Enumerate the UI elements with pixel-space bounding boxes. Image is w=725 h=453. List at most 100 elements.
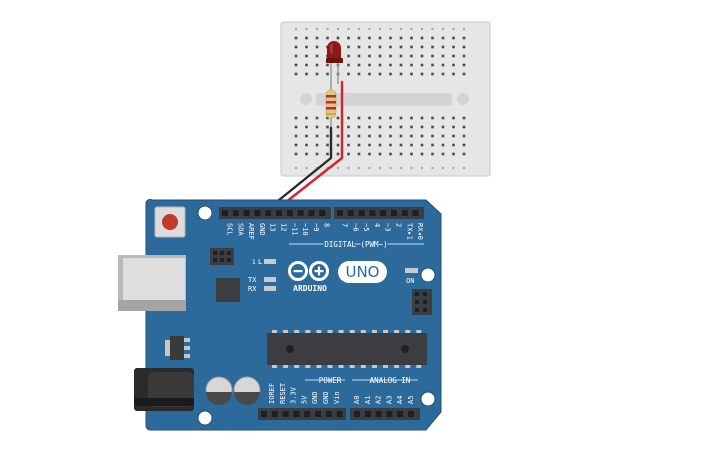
breadboard-hole[interactable] [452,54,455,58]
breadboard-rail-hole[interactable] [462,27,466,31]
breadboard-hole[interactable] [294,125,298,129]
breadboard-hole[interactable] [315,72,319,76]
breadboard-hole[interactable] [452,72,455,76]
breadboard-rail-hole[interactable] [336,27,340,31]
header-pin[interactable] [354,411,360,417]
header-pin[interactable] [254,210,261,216]
breadboard-hole[interactable] [462,134,466,138]
breadboard-hole[interactable] [368,134,371,138]
breadboard-hole[interactable] [294,63,298,67]
breadboard-hole[interactable] [305,36,308,40]
breadboard-hole[interactable] [305,45,308,49]
breadboard-rail-hole[interactable] [452,27,455,31]
breadboard-hole[interactable] [315,116,319,120]
breadboard-hole[interactable] [389,54,392,58]
breadboard-hole[interactable] [315,143,319,147]
breadboard-hole[interactable] [368,36,371,40]
breadboard-hole[interactable] [431,72,434,76]
breadboard-hole[interactable] [431,152,434,156]
breadboard-hole[interactable] [452,134,455,138]
breadboard-hole[interactable] [452,36,455,40]
breadboard-hole[interactable] [462,45,466,49]
breadboard-hole[interactable] [420,134,424,138]
breadboard-hole[interactable] [357,152,361,156]
header-pin[interactable] [282,411,289,417]
breadboard-hole[interactable] [378,143,382,147]
breadboard-hole[interactable] [368,143,371,147]
header-pin[interactable] [386,411,393,417]
breadboard-hole[interactable] [368,72,371,76]
icsp-pin[interactable] [423,292,427,296]
breadboard-hole[interactable] [347,152,350,156]
breadboard-hole[interactable] [357,116,361,120]
breadboard-rail-hole[interactable] [378,166,382,170]
breadboard-rail-hole[interactable] [347,166,350,170]
breadboard-hole[interactable] [389,134,392,138]
breadboard-hole[interactable] [441,45,445,49]
header-pin[interactable] [369,210,376,216]
breadboard-hole[interactable] [347,36,350,40]
digital-pin-row[interactable] [222,210,419,216]
icsp-header-right[interactable] [412,289,432,315]
icsp-pin[interactable] [415,300,419,304]
breadboard-hole[interactable] [378,72,382,76]
breadboard-hole[interactable] [420,63,424,67]
reset-button[interactable] [154,206,186,238]
breadboard-hole[interactable] [431,125,434,129]
breadboard-hole[interactable] [410,45,413,49]
breadboard-hole[interactable] [389,36,392,40]
breadboard-hole[interactable] [357,63,361,67]
breadboard-hole[interactable] [347,143,350,147]
header-pin[interactable] [315,411,321,417]
breadboard-hole[interactable] [368,54,371,58]
breadboard-hole[interactable] [399,72,403,76]
header-pin[interactable] [337,210,343,216]
breadboard-hole[interactable] [420,54,424,58]
breadboard-hole[interactable] [452,116,455,120]
breadboard-hole[interactable] [399,125,403,129]
breadboard-hole[interactable] [378,134,382,138]
header-pin[interactable] [308,210,315,216]
icsp-header-left[interactable] [210,248,234,265]
breadboard-rail-hole[interactable] [462,166,466,170]
breadboard-hole[interactable] [326,143,329,147]
breadboard-hole[interactable] [368,63,371,67]
breadboard-hole[interactable] [420,152,424,156]
header-pin[interactable] [408,411,414,417]
breadboard-hole[interactable] [431,134,434,138]
breadboard-hole[interactable] [441,54,445,58]
header-pin[interactable] [391,210,397,216]
breadboard-hole[interactable] [410,134,413,138]
breadboard-hole[interactable] [389,45,392,49]
breadboard-hole[interactable] [389,63,392,67]
breadboard-hole[interactable] [462,152,466,156]
breadboard-rail-hole[interactable] [347,27,350,31]
header-pin[interactable] [222,210,228,216]
breadboard-hole[interactable] [368,45,371,49]
breadboard-hole[interactable] [399,116,403,120]
breadboard-hole[interactable] [441,36,445,40]
icsp-pin[interactable] [213,251,217,255]
icsp-pin[interactable] [423,308,427,312]
breadboard-rail-hole[interactable] [420,27,424,31]
breadboard-hole[interactable] [357,125,361,129]
breadboard-hole[interactable] [399,63,403,67]
breadboard-rail-hole[interactable] [368,27,371,31]
breadboard-hole[interactable] [378,63,382,67]
breadboard-hole[interactable] [420,143,424,147]
usb-b-connector[interactable] [118,255,186,311]
breadboard-hole[interactable] [441,152,445,156]
breadboard-rail-hole[interactable] [441,166,445,170]
breadboard-rail-hole[interactable] [294,27,298,31]
breadboard-rail-hole[interactable] [389,27,392,31]
breadboard-hole[interactable] [410,152,413,156]
breadboard-hole[interactable] [431,143,434,147]
icsp-pin[interactable] [415,308,419,312]
header-pin[interactable] [304,411,311,417]
breadboard-hole[interactable] [294,152,298,156]
header-pin[interactable] [397,411,404,417]
header-pin[interactable] [243,210,250,216]
breadboard-hole[interactable] [378,152,382,156]
breadboard-hole[interactable] [399,152,403,156]
